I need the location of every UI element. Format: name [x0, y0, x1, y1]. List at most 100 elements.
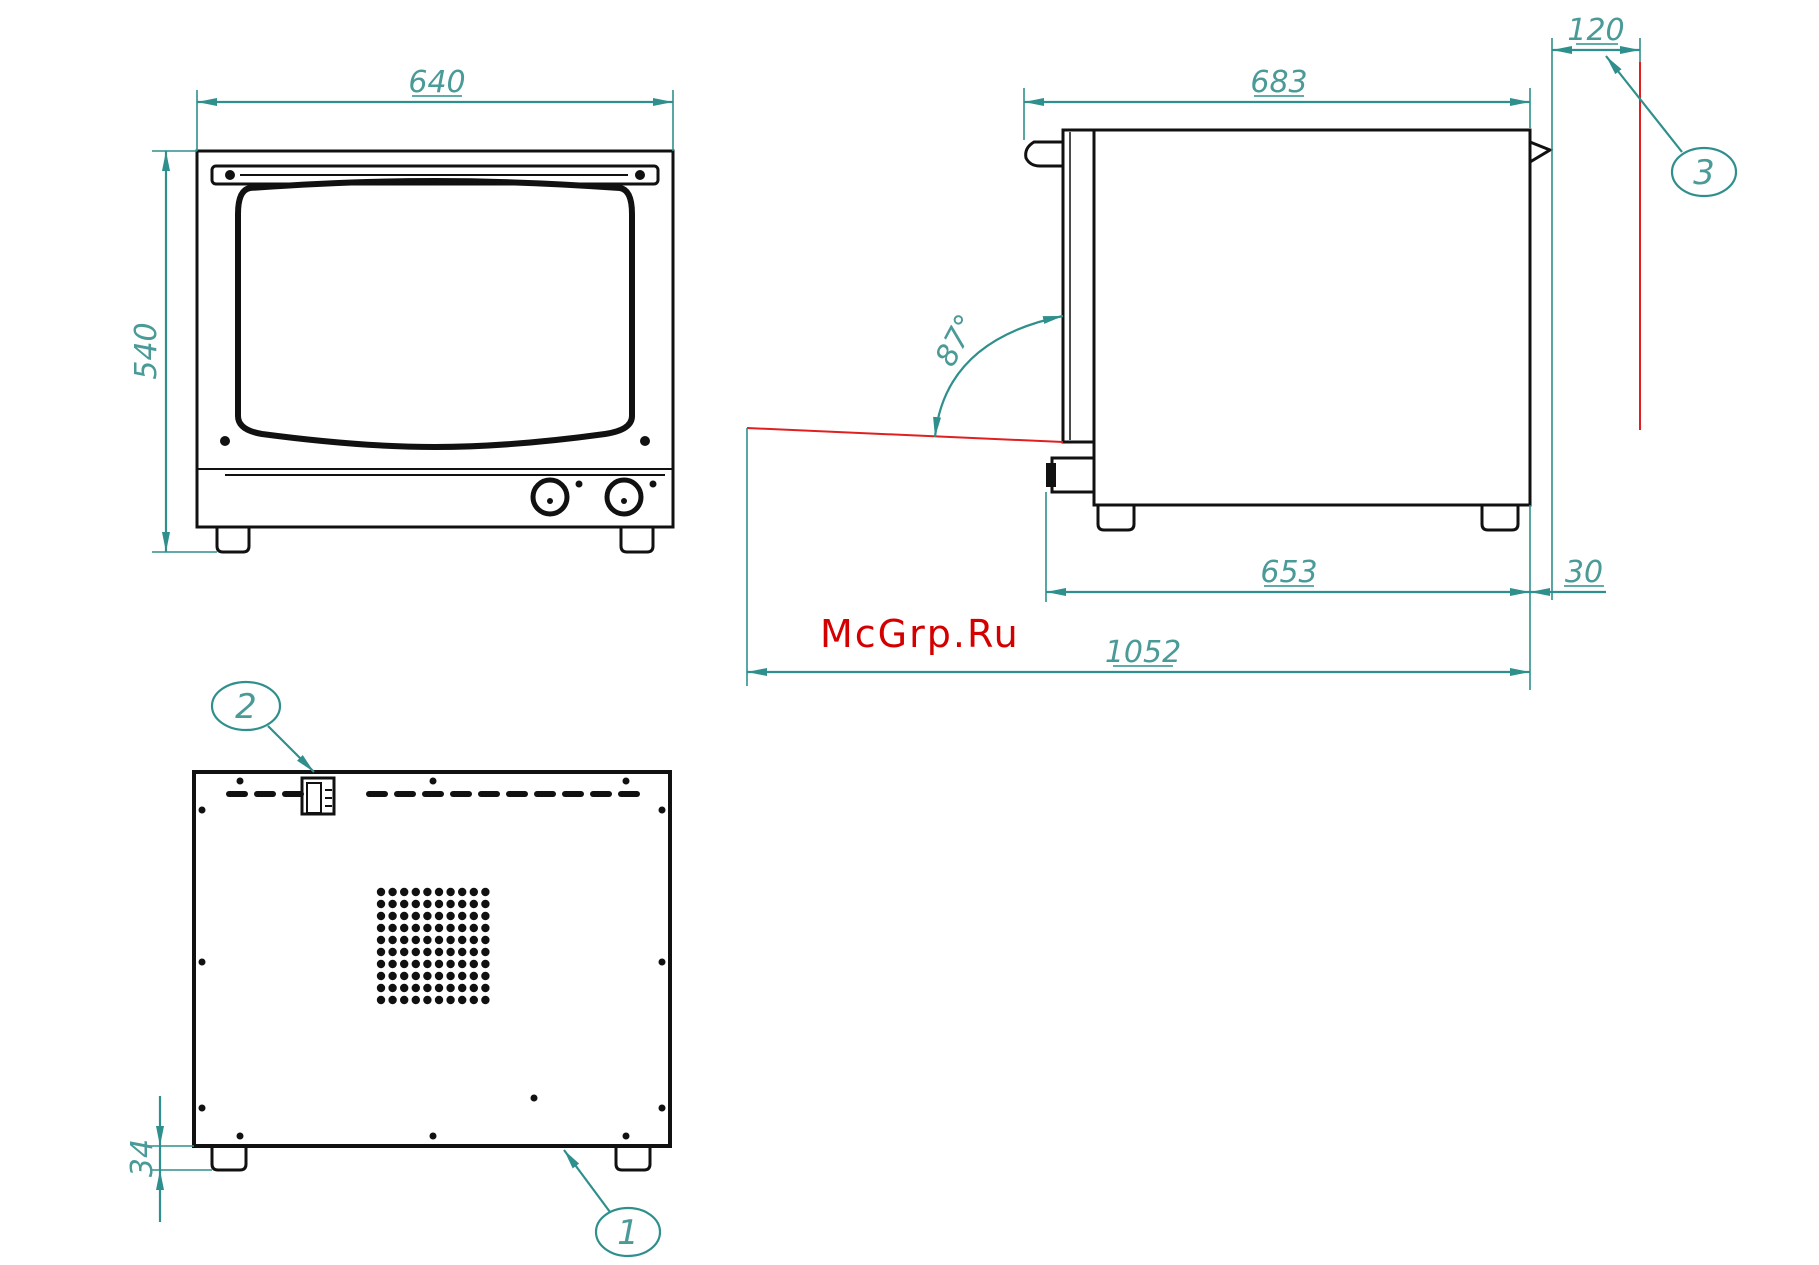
grill-hole	[400, 996, 408, 1004]
screw	[659, 807, 666, 814]
screw	[659, 959, 666, 966]
grill-hole	[435, 996, 443, 1004]
grill-hole	[435, 912, 443, 920]
grill-hole	[481, 912, 489, 920]
grill-hole	[423, 888, 431, 896]
grill-hole	[446, 996, 454, 1004]
vent-slot	[618, 791, 640, 797]
grill-hole	[412, 948, 420, 956]
rear-connector	[302, 778, 334, 814]
screw	[199, 807, 206, 814]
grill-hole	[458, 948, 466, 956]
grill-hole	[423, 972, 431, 980]
grill-hole	[458, 900, 466, 908]
grill-hole	[423, 924, 431, 932]
control-knob-left	[533, 480, 583, 514]
door-window	[238, 181, 632, 447]
grill-hole	[377, 912, 385, 920]
rear-foot-left	[212, 1146, 246, 1170]
label-door-angle: 87°	[929, 309, 985, 372]
rear-screws	[199, 778, 666, 1140]
grill-hole	[435, 900, 443, 908]
label-rear-offset: 30	[1565, 555, 1603, 590]
callout-3-label: 3	[1693, 153, 1715, 193]
vent-slot	[450, 791, 472, 797]
side-door-handle	[1026, 142, 1063, 166]
grill-hole	[481, 888, 489, 896]
control-knob-right	[607, 480, 657, 514]
grill-hole	[377, 948, 385, 956]
grill-hole	[446, 948, 454, 956]
grill-hole	[458, 936, 466, 944]
grill-hole	[470, 936, 478, 944]
grill-hole	[377, 960, 385, 968]
grill-hole	[446, 900, 454, 908]
grill-hole	[412, 972, 420, 980]
grill-hole	[412, 996, 420, 1004]
vent-slot	[506, 791, 528, 797]
callout-2: 2	[212, 682, 314, 772]
vent-slot	[534, 791, 556, 797]
grill-hole	[400, 936, 408, 944]
grill-hole	[423, 912, 431, 920]
front-body-outline	[197, 151, 673, 527]
grill-hole	[481, 984, 489, 992]
grill-hole	[377, 972, 385, 980]
vent-slot	[422, 791, 444, 797]
grill-hole	[423, 936, 431, 944]
side-control-knob	[1052, 458, 1094, 492]
grill-hole	[412, 912, 420, 920]
grill-hole	[388, 900, 396, 908]
vent-slot	[394, 791, 416, 797]
rear-vent-tip	[1530, 142, 1550, 162]
grill-hole	[470, 984, 478, 992]
callout-3: 3	[1606, 56, 1736, 196]
screw	[237, 1133, 244, 1140]
vent-slot	[562, 791, 584, 797]
side-door-edge	[1063, 130, 1094, 442]
grill-hole	[377, 936, 385, 944]
side-foot-front	[1098, 505, 1134, 530]
side-view: 683 120 87° 653 30	[747, 13, 1736, 690]
dimension-front-width: 640	[197, 65, 673, 151]
grill-hole	[446, 960, 454, 968]
grill-hole	[481, 924, 489, 932]
label-front-width: 640	[408, 65, 465, 100]
grill-hole	[412, 900, 420, 908]
screw	[430, 778, 437, 785]
grill-hole	[435, 888, 443, 896]
grill-hole	[412, 960, 420, 968]
grill-hole	[423, 900, 431, 908]
grill-hole	[470, 888, 478, 896]
grill-hole	[446, 936, 454, 944]
grill-hole	[446, 924, 454, 932]
grill-hole	[388, 912, 396, 920]
grill-hole	[400, 984, 408, 992]
screw	[430, 1133, 437, 1140]
callout-1: 1	[564, 1150, 660, 1256]
grill-hole	[400, 888, 408, 896]
grill-hole	[470, 900, 478, 908]
grill-hole	[412, 924, 420, 932]
grill-hole	[470, 972, 478, 980]
front-foot-left	[217, 527, 249, 552]
grill-hole	[435, 984, 443, 992]
grill-hole	[481, 900, 489, 908]
grill-hole	[423, 948, 431, 956]
rear-view: 34 2 1	[125, 682, 670, 1256]
grill-hole	[435, 936, 443, 944]
grill-hole	[377, 984, 385, 992]
label-base-depth: 653	[1260, 555, 1317, 590]
door-open-reference-line	[747, 428, 1063, 442]
screw	[237, 778, 244, 785]
grill-hole	[470, 912, 478, 920]
grill-hole	[412, 984, 420, 992]
grill-hole	[458, 960, 466, 968]
grill-hole	[458, 888, 466, 896]
rear-body-outline	[194, 772, 670, 1146]
vent-slot	[478, 791, 500, 797]
grill-hole	[388, 972, 396, 980]
grill-hole	[423, 996, 431, 1004]
grill-hole	[446, 888, 454, 896]
grill-hole	[470, 924, 478, 932]
